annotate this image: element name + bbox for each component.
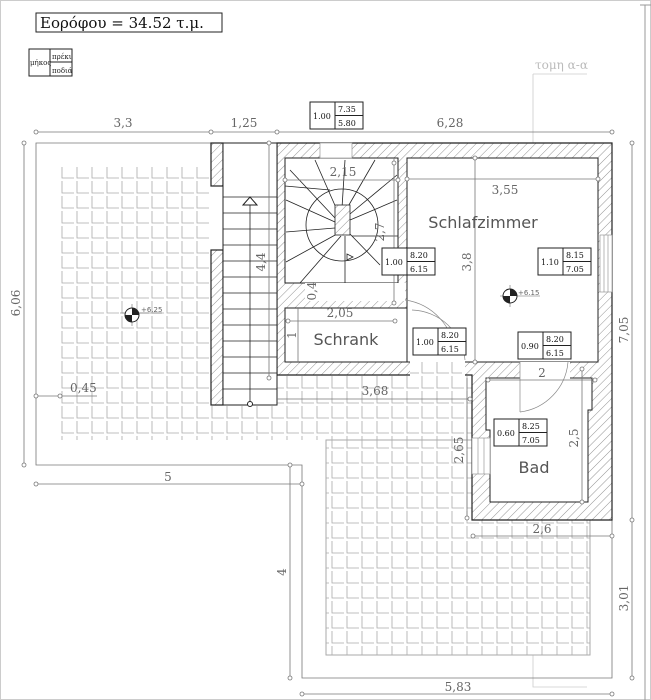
svg-text:6.15: 6.15	[546, 349, 564, 358]
opening-tag: 1.10 8.15 7.05	[537, 247, 592, 276]
dim-landing: 0,4	[305, 281, 319, 300]
opening-legend: μήκος πρέκι ποδιά	[28, 48, 73, 77]
dim-bath-width: 2,6	[532, 522, 551, 536]
area-title-box: Εορόφου = 34.52 τ.μ.	[35, 12, 223, 33]
opening-tag: 0.90 8.20 6.15	[517, 331, 572, 360]
elevation-marker-bedroom: +6.15	[500, 285, 540, 307]
elevation-bedroom: +6.15	[518, 289, 539, 297]
dim-closet-width: 2,05	[327, 306, 354, 320]
svg-text:6.15: 6.15	[410, 265, 428, 274]
svg-text:1.00: 1.00	[416, 338, 434, 347]
room-label-bedroom: Schlafzimmer	[428, 213, 538, 232]
svg-text:5.80: 5.80	[338, 119, 356, 128]
opening-tag: 1.00 7.35 5.80	[309, 101, 364, 130]
svg-text:8.20: 8.20	[546, 335, 564, 344]
room-label-closet: Schrank	[314, 330, 380, 349]
terrace-tiles	[60, 167, 591, 656]
dim-right-lower: 3,01	[617, 585, 631, 612]
dim-lower-left-width: 5	[164, 470, 172, 484]
opening-tag: 1.00 8.20 6.15	[381, 247, 436, 276]
svg-text:7.05: 7.05	[566, 265, 584, 274]
dim-bath-height: 2,5	[567, 428, 581, 447]
svg-text:1.00: 1.00	[385, 258, 403, 267]
dim-lower-height: 4	[275, 568, 289, 576]
area-title: Εορόφου = 34.52 τ.μ.	[40, 14, 204, 32]
terrace-outline	[35, 142, 613, 679]
svg-text:7.35: 7.35	[338, 105, 356, 114]
dim-closet-depth: 1	[285, 331, 299, 339]
svg-text:1.10: 1.10	[541, 258, 559, 267]
section-label: τομη α-α	[535, 58, 588, 72]
straight-stair	[222, 142, 278, 407]
legend-sill: ποδιά	[52, 67, 73, 75]
elevation-terrace: +6.25	[141, 306, 162, 314]
svg-text:8.20: 8.20	[410, 251, 428, 260]
svg-text:1.00: 1.00	[313, 112, 331, 121]
dim-bath-inner: 2	[538, 366, 546, 380]
dim-top-left: 3,3	[113, 116, 132, 130]
room-label-bath: Bad	[519, 458, 550, 477]
dimension-labels: 3,3 1,25 6,28 6,06 0,45 5 4 5,83 3,01 7,…	[9, 116, 631, 694]
dim-terrace-offset: 0,45	[70, 381, 97, 395]
dim-top-mid: 1,25	[231, 116, 258, 130]
dim-left-height: 6,06	[9, 290, 23, 317]
dim-right-upper: 7,05	[617, 317, 631, 344]
svg-text:8.25: 8.25	[522, 422, 540, 431]
svg-text:0.90: 0.90	[521, 342, 539, 351]
opening-tag: 1.00 8.20 6.15	[412, 327, 467, 356]
dim-bath-left: 2,65	[452, 437, 466, 464]
svg-text:8.15: 8.15	[566, 251, 584, 260]
svg-text:0.60: 0.60	[497, 429, 515, 438]
legend-lintel: πρέκι	[52, 53, 72, 61]
dim-spiral-depth: 2,7	[373, 222, 387, 241]
dim-top-right: 6,28	[437, 116, 464, 130]
spiral-stair	[284, 159, 398, 284]
dim-corridor: 3,68	[362, 384, 389, 398]
dim-bottom-width: 5,83	[445, 680, 472, 694]
svg-text:6.15: 6.15	[441, 345, 459, 354]
elevation-marker-terrace: +6.25	[120, 304, 162, 326]
dim-stair-length: 4,4	[254, 252, 268, 271]
dim-bedroom-width: 3,55	[492, 183, 519, 197]
dim-bedroom-height: 3,8	[460, 252, 474, 271]
dim-spiral-width: 2,15	[330, 165, 357, 179]
stair-up-arrow-icon	[241, 196, 259, 206]
level-symbol-icon	[125, 308, 139, 322]
level-symbol-icon	[503, 289, 517, 303]
dimension-lines	[21, 129, 635, 697]
opening-tag: 0.60 8.25 7.05	[493, 418, 548, 447]
legend-length: μήκος	[30, 59, 51, 67]
svg-text:7.05: 7.05	[522, 436, 540, 445]
svg-text:8.20: 8.20	[441, 331, 459, 340]
